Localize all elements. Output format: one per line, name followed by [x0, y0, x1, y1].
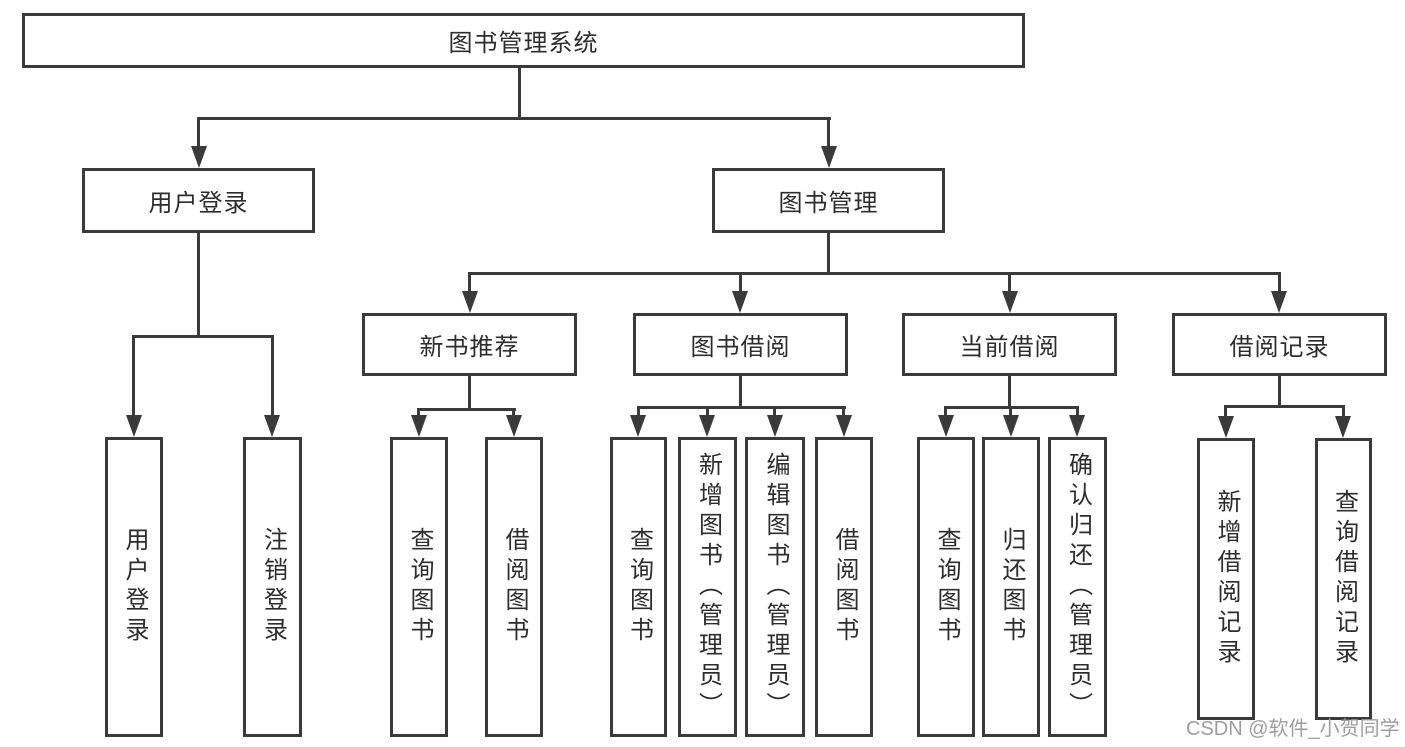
leaf-cb-query-book: 查询图书 [917, 437, 975, 737]
leaf-user-login: 用户登录 [105, 437, 163, 737]
connector-borrowrecords-trunk [1278, 376, 1281, 405]
node-borrow-records-label: 借阅记录 [1229, 334, 1330, 361]
arrowhead-bb-add [699, 415, 715, 437]
node-book-mgmt: 图书管理 [712, 168, 945, 233]
arrowhead-br-query [1335, 416, 1351, 438]
connector-stem-book-borrow [739, 272, 742, 291]
leaf-rec-query-book: 查询图书 [390, 437, 448, 737]
connector-stem-rec-borrow [512, 408, 515, 415]
leaf-bb-borrow-book: 借阅图书 [815, 437, 873, 737]
leaf-bb-edit-book: 编辑图书（管理员） [745, 437, 805, 737]
arrowhead-leaf-logout [264, 415, 280, 437]
leaf-logout: 注销登录 [243, 437, 302, 737]
connector-root-trunk [518, 68, 521, 117]
connector-stem-new-book-rec [468, 272, 471, 291]
node-user-login: 用户登录 [82, 168, 315, 233]
arrowhead-rec-borrow [506, 415, 522, 437]
connector-stem-cb-query [944, 406, 947, 415]
leaf-bb-borrow-book-label: 借阅图书 [831, 527, 858, 647]
leaf-bb-add-book: 新增图书（管理员） [678, 437, 737, 737]
connector-stem-br-add [1224, 405, 1227, 416]
node-book-borrow-label: 图书借阅 [690, 334, 791, 361]
arrowhead-cb-return [1003, 415, 1019, 437]
connector-stem-leaf-user-login [132, 335, 135, 415]
leaf-bb-add-book-label: 新增图书（管理员） [694, 452, 722, 722]
connector-userlogin-hbar [132, 335, 274, 338]
connector-stem-leaf-logout [271, 335, 274, 415]
connector-stem-borrow-records [1278, 272, 1281, 291]
arrowhead-cb-query [938, 415, 954, 437]
node-current-borrow-label: 当前借阅 [959, 334, 1060, 361]
leaf-cb-confirm-return: 确认归还（管理员） [1048, 437, 1107, 737]
node-root-label: 图书管理系统 [448, 30, 599, 57]
leaf-bb-edit-book-label: 编辑图书（管理员） [762, 452, 789, 722]
csdn-watermark: CSDN @软件_小贺同学 [1186, 718, 1400, 740]
connector-stem-br-query [1342, 405, 1345, 416]
arrowhead-book-mgmt [821, 146, 837, 168]
arrowhead-leaf-user-login [126, 415, 142, 437]
connector-stem-bb-edit [773, 406, 776, 415]
connector-stem-cb-return [1009, 406, 1012, 415]
arrowhead-user-login [191, 146, 207, 168]
connector-bookborrow-hbar [637, 406, 846, 409]
arrowhead-rec-query [411, 415, 427, 437]
connector-userlogin-trunk [197, 233, 200, 335]
connector-newbookrec-trunk [468, 376, 471, 408]
connector-stem-cb-confirm [1076, 406, 1079, 415]
connector-stem-bb-borrow [842, 406, 845, 415]
leaf-rec-borrow-book: 借阅图书 [485, 437, 543, 737]
leaf-rec-borrow-book-label: 借阅图书 [501, 527, 528, 647]
arrowhead-cb-confirm [1069, 415, 1085, 437]
leaf-br-add-record: 新增借阅记录 [1197, 438, 1255, 720]
connector-bookmgmt-hbar [468, 272, 1281, 275]
node-new-book-rec: 新书推荐 [362, 313, 577, 376]
arrowhead-bb-edit [767, 415, 783, 437]
leaf-cb-confirm-return-label: 确认归还（管理员） [1064, 452, 1092, 722]
node-book-mgmt-label: 图书管理 [778, 190, 879, 217]
node-user-login-label: 用户登录 [148, 190, 249, 217]
connector-stem-current-borrow [1008, 272, 1011, 291]
leaf-user-login-label: 用户登录 [121, 527, 148, 647]
leaf-rec-query-book-label: 查询图书 [406, 527, 433, 647]
leaf-cb-return-book-label: 归还图书 [998, 527, 1025, 647]
arrowhead-bb-query [630, 415, 646, 437]
node-current-borrow: 当前借阅 [902, 313, 1117, 376]
arrowhead-book-borrow [732, 291, 748, 313]
connector-stem-book-mgmt [827, 117, 830, 146]
leaf-cb-query-book-label: 查询图书 [933, 527, 960, 647]
arrowhead-br-add [1218, 416, 1234, 438]
node-root: 图书管理系统 [22, 13, 1025, 68]
node-book-borrow: 图书借阅 [633, 313, 848, 376]
arrowhead-new-book-rec [462, 291, 478, 313]
arrowhead-borrow-records [1271, 291, 1287, 313]
node-borrow-records: 借阅记录 [1172, 313, 1387, 376]
leaf-br-query-record-label: 查询借阅记录 [1330, 489, 1358, 669]
connector-bookmgmt-trunk [827, 233, 830, 272]
connector-stem-user-login [197, 117, 200, 146]
arrowhead-bb-borrow [836, 415, 852, 437]
leaf-bb-query-book: 查询图书 [610, 437, 667, 737]
connector-borrowrecords-hbar [1224, 405, 1345, 408]
connector-stem-bb-query [637, 406, 640, 415]
leaf-br-add-record-label: 新增借阅记录 [1213, 489, 1240, 669]
leaf-cb-return-book: 归还图书 [982, 437, 1040, 737]
node-new-book-rec-label: 新书推荐 [419, 334, 520, 361]
connector-stem-bb-add [706, 406, 709, 415]
arrowhead-current-borrow [1002, 291, 1018, 313]
connector-bookborrow-trunk [739, 376, 742, 406]
leaf-br-query-record: 查询借阅记录 [1315, 438, 1372, 720]
connector-stem-rec-query [417, 408, 420, 415]
connector-currentborrow-trunk [1008, 376, 1011, 406]
leaf-bb-query-book-label: 查询图书 [625, 527, 653, 647]
leaf-logout-label: 注销登录 [259, 527, 287, 647]
connector-newbookrec-hbar [417, 408, 516, 411]
connector-root-hbar [197, 117, 831, 120]
